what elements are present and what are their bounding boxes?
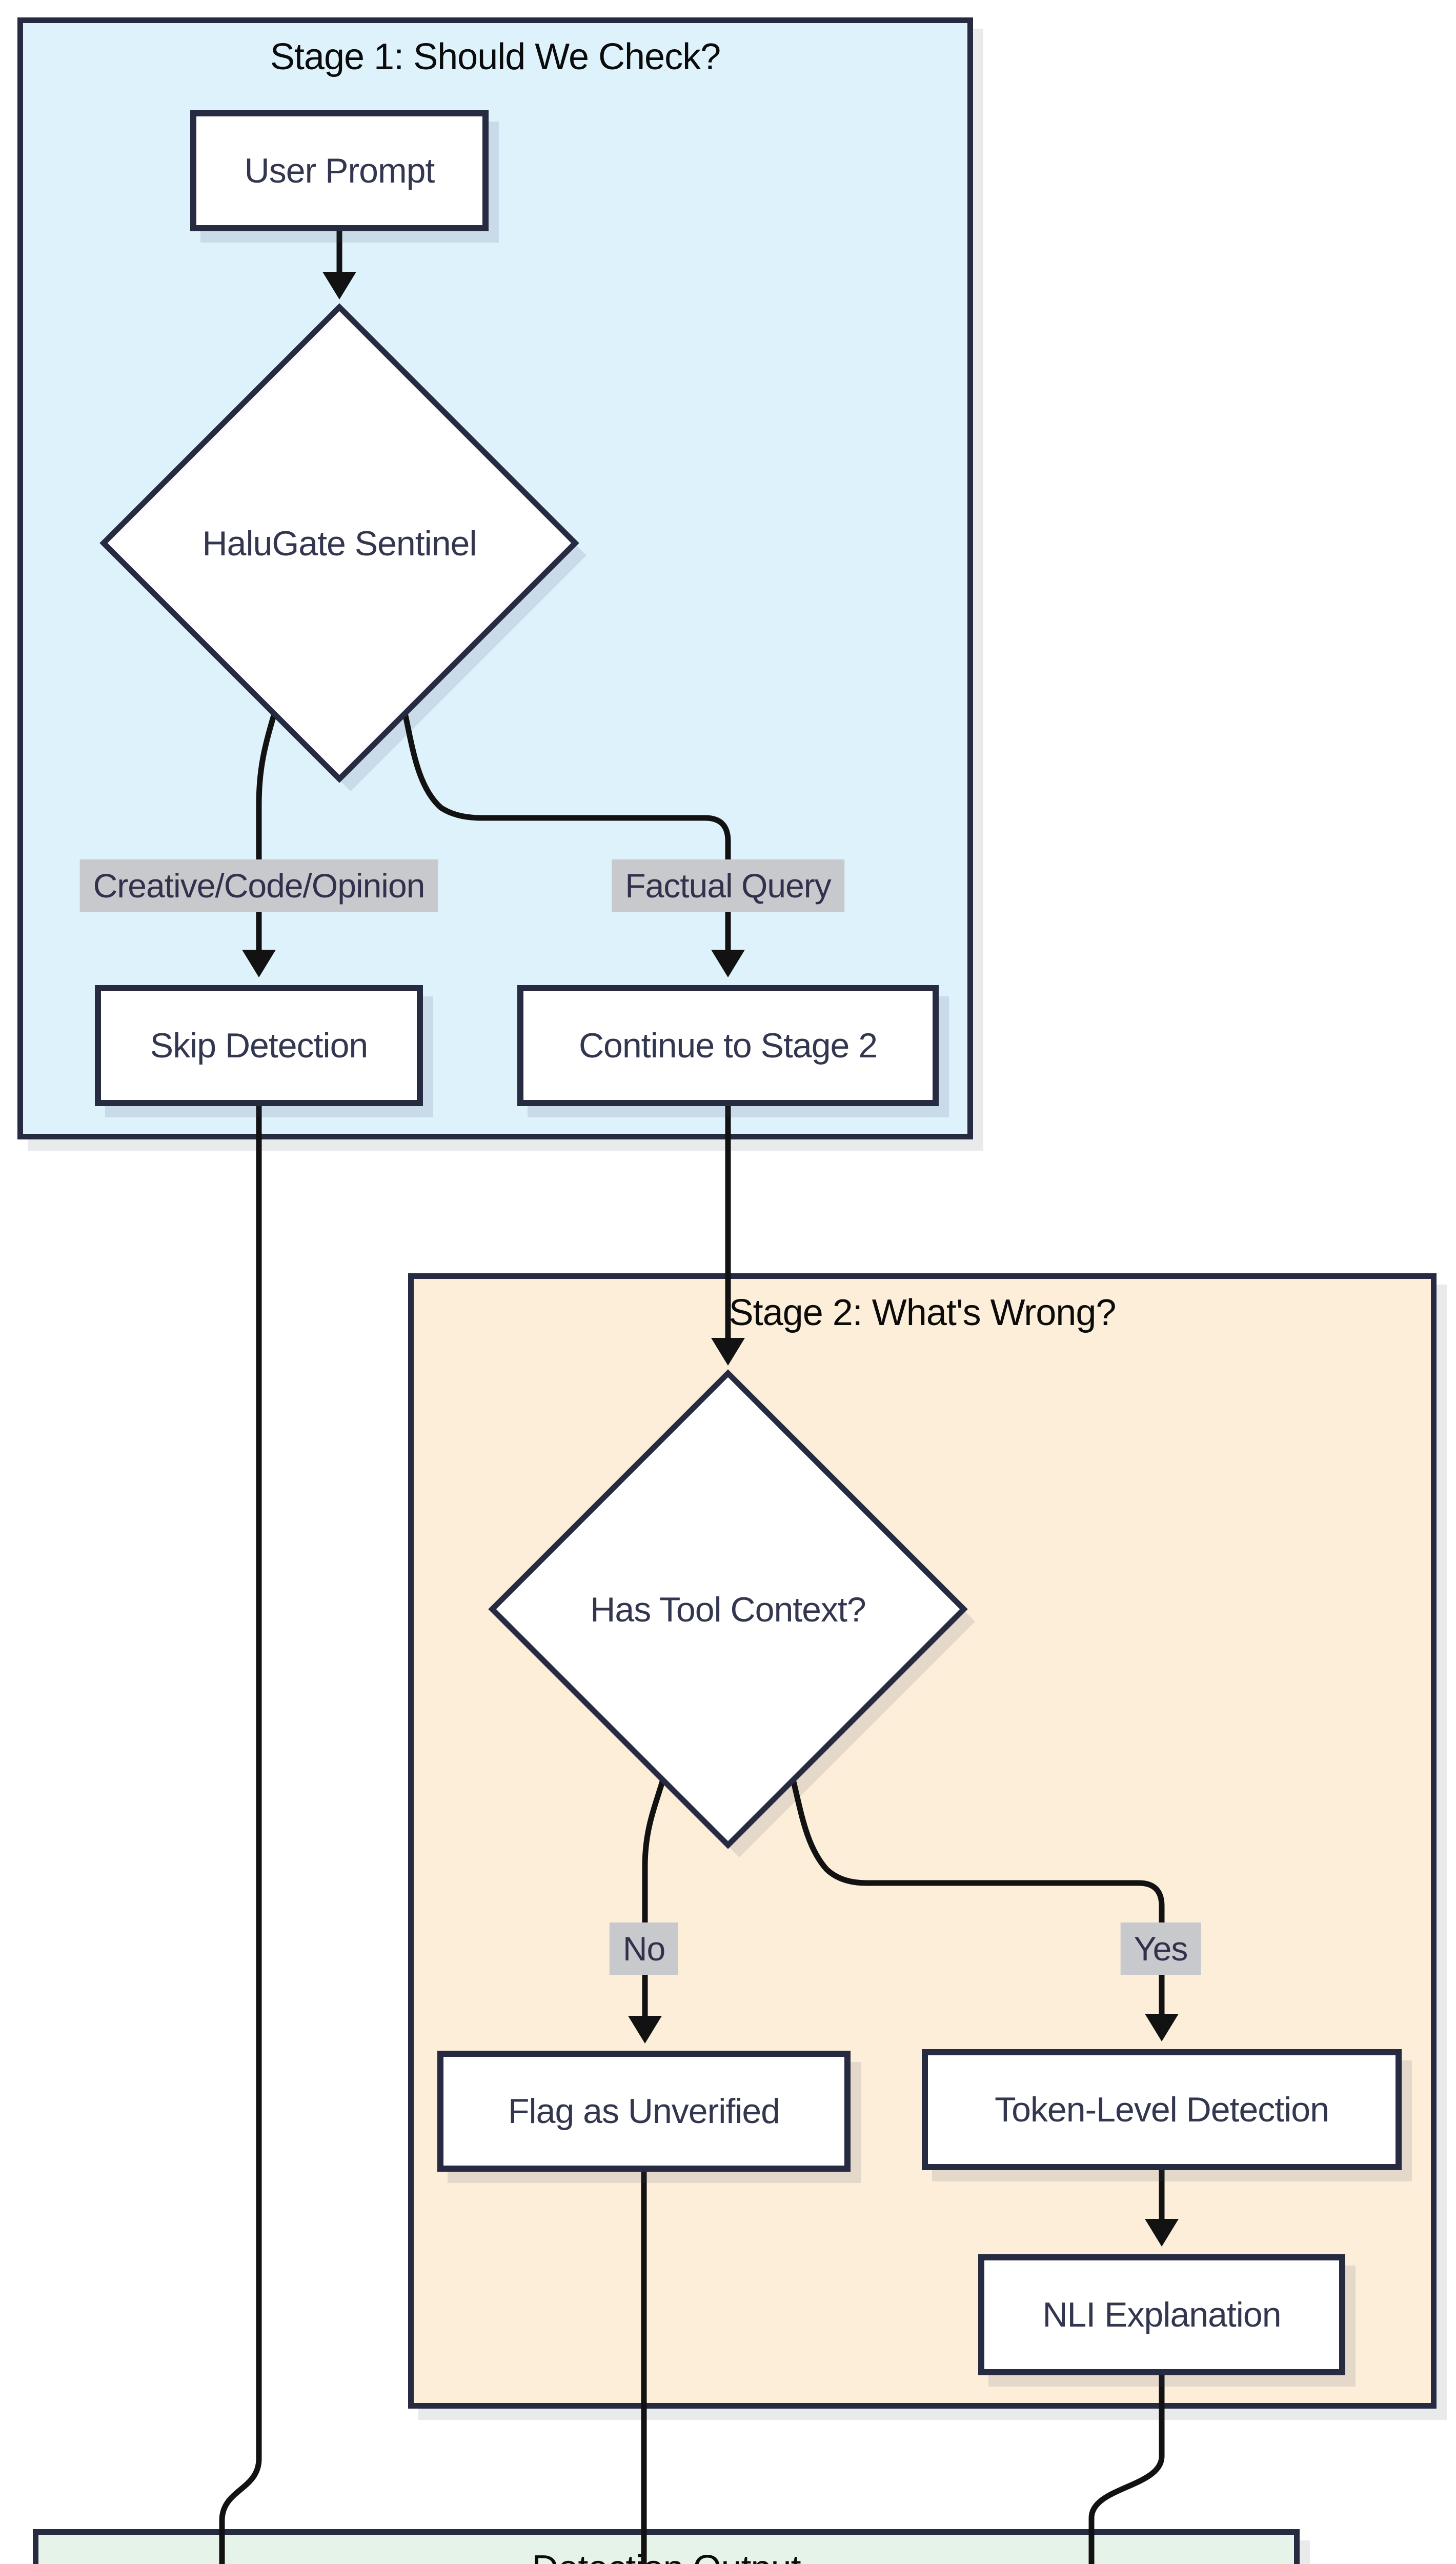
edge-skip-to-pass-through (219, 1106, 262, 2564)
edge-label-no: No (609, 1922, 679, 1975)
edge-has-tool-context-to-token (790, 1779, 1165, 2014)
edge-lines (219, 231, 1165, 2564)
has-tool-context-diamond (488, 1369, 968, 1849)
container-stage2: Stage 2: What's Wrong? (408, 1273, 1437, 2409)
sentinel-label: HaluGate Sentinel (203, 524, 477, 563)
node-continue-stage2: Continue to Stage 2 (517, 985, 939, 1106)
arrowhead-into-nli (1145, 2219, 1179, 2247)
node-flag-as-unverified: Flag as Unverified (437, 2051, 851, 2172)
arrowheads (242, 272, 1179, 2247)
arrowhead-into-has-tool-context (711, 1338, 745, 1366)
edge-has-tool-context-to-flag (642, 1779, 666, 2016)
sentinel-diamond (99, 303, 579, 783)
stage2-title: Stage 2: What's Wrong? (729, 1292, 1117, 1333)
edge-label-creative-code-opinion: Creative/Code/Opinion (79, 859, 438, 912)
node-skip-detection: Skip Detection (95, 985, 423, 1106)
edge-label-yes: Yes (1120, 1922, 1201, 1975)
arrowhead-into-skip (242, 950, 276, 977)
edge-nli-to-detailed-report (1088, 2375, 1165, 2564)
arrowhead-into-sentinel (322, 272, 356, 299)
arrowhead-into-continue (711, 950, 745, 977)
node-user-prompt: User Prompt (190, 110, 489, 231)
arrowhead-into-token (1145, 2014, 1179, 2041)
node-nli-explanation: NLI Explanation (978, 2254, 1345, 2375)
has-tool-context-label: Has Tool Context? (590, 1590, 865, 1629)
container-detection-output: Detection Output (33, 2529, 1300, 2564)
edge-label-factual-query: Factual Query (612, 859, 844, 912)
stage1-title: Stage 1: Should We Check? (270, 36, 721, 77)
edge-sentinel-to-continue (402, 712, 731, 950)
node-token-level-detection: Token-Level Detection (922, 2049, 1402, 2170)
arrowhead-into-flag (628, 2016, 662, 2044)
detection-output-title: Detection Output (38, 2547, 1294, 2564)
edge-sentinel-to-skip (256, 713, 277, 950)
